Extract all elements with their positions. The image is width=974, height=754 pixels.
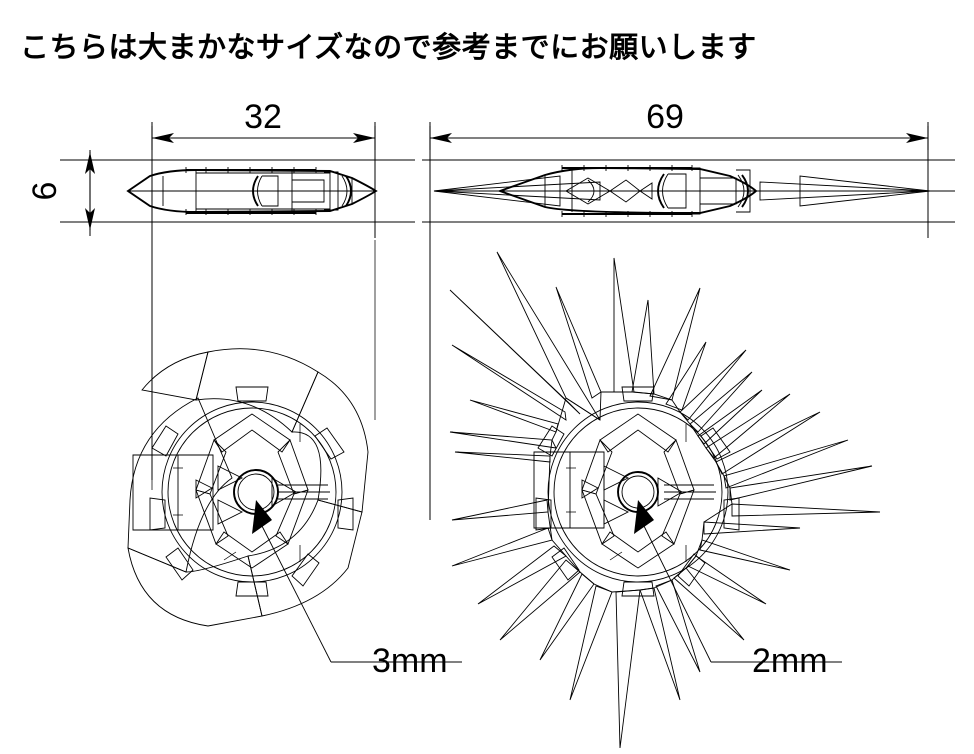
dimension-32: 32 <box>151 98 376 150</box>
dimension-69: 69 <box>429 98 929 150</box>
leader-label-3mm: 3mm <box>372 642 448 680</box>
construction-lines <box>60 122 955 520</box>
right-side-view <box>433 165 955 217</box>
leader-label-2mm: 2mm <box>752 642 828 680</box>
dimension-6: 6 <box>26 152 104 230</box>
left-side-view <box>126 167 378 215</box>
dimension-label-6: 6 <box>26 182 64 201</box>
dimension-label-69: 69 <box>646 98 684 136</box>
page-title: こちらは大まかなサイズなので参考までにお願いします <box>20 32 757 64</box>
dimension-label-32: 32 <box>244 98 282 136</box>
left-front-view: 3mm <box>127 348 462 680</box>
right-front-view: 2mm <box>449 251 881 749</box>
